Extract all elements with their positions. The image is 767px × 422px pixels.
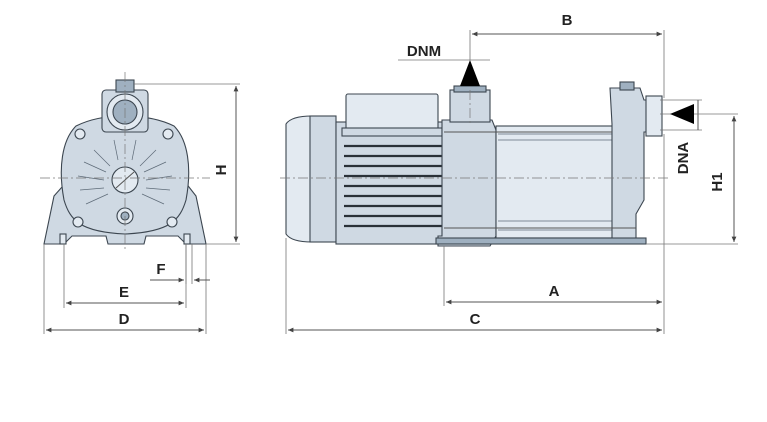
dim-label-c: C xyxy=(470,311,481,328)
dim-label-dna: DNA xyxy=(675,142,692,175)
dim-label-h: H xyxy=(213,165,230,176)
dim-label-h1: H1 xyxy=(709,172,726,191)
dim-label-b: B xyxy=(562,12,573,29)
suction-flow-arrow xyxy=(670,104,694,124)
side-view-dimensions xyxy=(285,30,738,334)
dim-label-f: F xyxy=(156,261,165,278)
front-view-dimensions xyxy=(43,83,240,334)
motor-fins xyxy=(344,144,442,228)
dim-label-d: D xyxy=(119,311,130,328)
stage-lines xyxy=(498,133,612,231)
discharge-flow-arrow xyxy=(460,60,480,86)
dim-label-e: E xyxy=(119,284,129,301)
dim-label-a: A xyxy=(549,283,560,300)
dim-label-dnm: DNM xyxy=(407,43,441,60)
pump-front-view xyxy=(40,72,210,250)
pump-side-view xyxy=(280,72,670,247)
